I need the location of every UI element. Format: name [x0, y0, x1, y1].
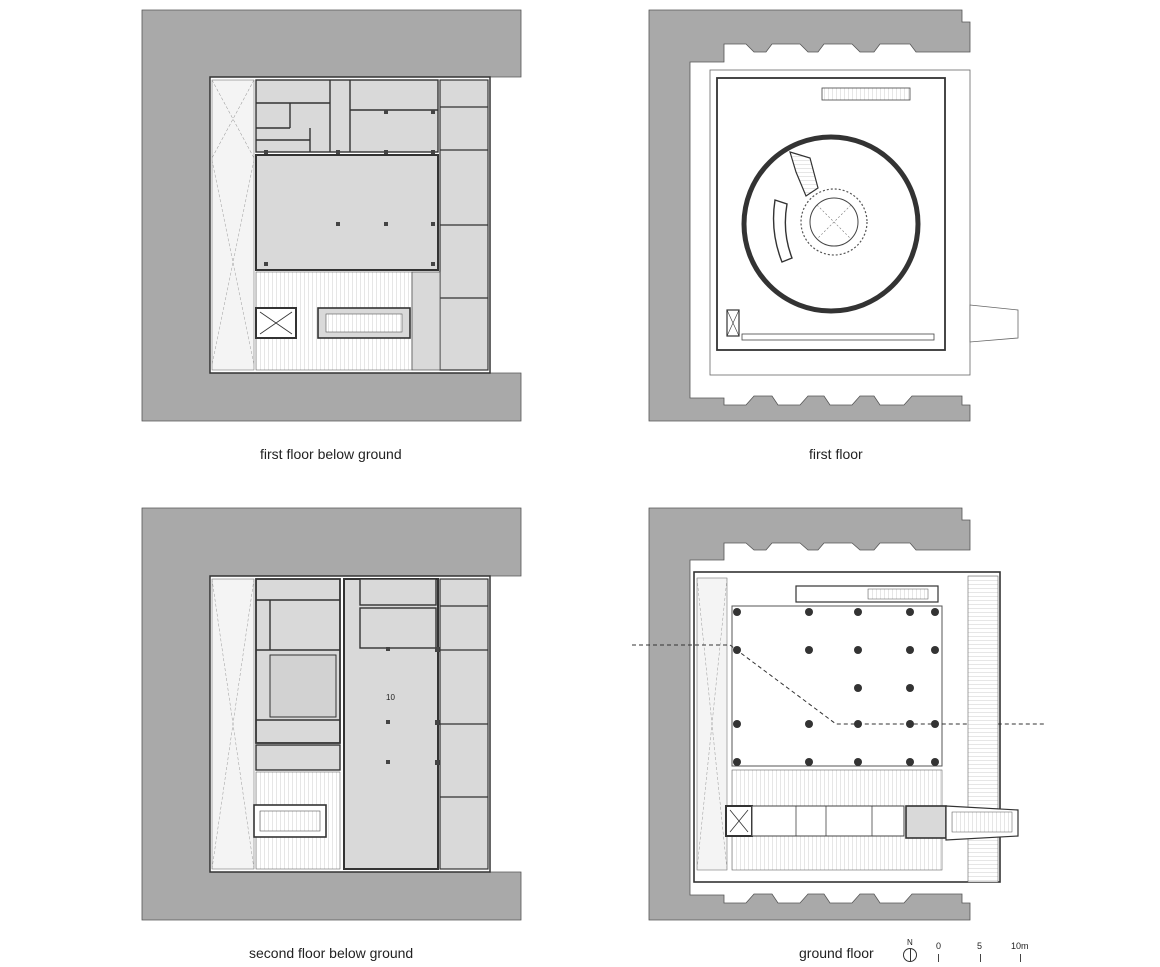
plan-second-floor-below-ground [141, 507, 522, 921]
hall-columns [733, 608, 939, 766]
plan-ground-floor [632, 507, 1044, 921]
caption-ground-floor: ground floor [799, 945, 874, 961]
curved-bench [772, 199, 793, 263]
scale-label-0: 0 [936, 941, 942, 951]
left-strip [211, 79, 255, 371]
surrounding-wall [648, 507, 971, 921]
rotunda-outer [741, 134, 921, 314]
spiral-stair [789, 151, 819, 197]
scale-tick-10 [1020, 954, 1021, 962]
main-hall [255, 154, 439, 271]
scale-tick-0 [938, 954, 939, 962]
skylight-strip [821, 87, 911, 101]
north-circle [903, 948, 917, 962]
plan-first-floor [648, 9, 1019, 422]
scale-label-5: 5 [977, 941, 983, 951]
rotunda-inner-ring [800, 188, 868, 256]
bottom-strip [741, 333, 935, 341]
room-10-label: 10 [386, 693, 395, 702]
columns [264, 110, 435, 266]
scale-label-10: 10m [1011, 941, 1029, 951]
surrounding-wall [648, 9, 971, 422]
legend: N 0 5 10m [900, 938, 1030, 966]
plan-first-floor-below-ground [141, 9, 522, 422]
section-line [632, 644, 1044, 725]
escalator-box [905, 805, 947, 839]
north-label: N [907, 938, 913, 947]
scale-tick-5 [980, 954, 981, 962]
caption-second-floor-below-ground: second floor below ground [249, 945, 414, 961]
upper-rooms [255, 79, 439, 153]
bridge [969, 304, 1019, 343]
caption-first-floor: first floor [809, 446, 863, 462]
north-arrow-icon: N [900, 938, 922, 966]
caption-first-floor-below-ground: first floor below ground [260, 446, 402, 462]
